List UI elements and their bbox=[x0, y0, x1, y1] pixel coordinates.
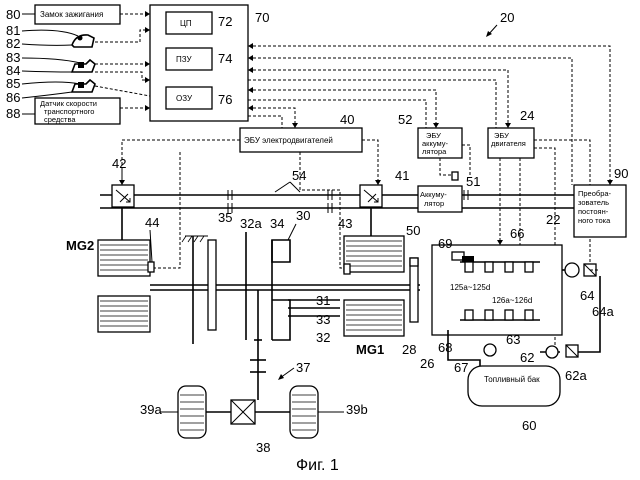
motor-ecu-label: ЭБУ электродвигателей bbox=[244, 136, 333, 145]
figure-caption: Фиг. 1 bbox=[296, 457, 339, 474]
dcdc-line1: Преобра- bbox=[578, 189, 612, 198]
wheel-right bbox=[290, 386, 318, 438]
brake-pedal-sensor-icon bbox=[72, 80, 95, 92]
dcdc-line2: зователь bbox=[578, 198, 609, 207]
ref-67: 67 bbox=[454, 360, 468, 375]
ref-22: 22 bbox=[546, 212, 560, 227]
ref-44: 44 bbox=[145, 215, 159, 230]
ref-28: 28 bbox=[402, 342, 416, 357]
ref-32: 32 bbox=[316, 330, 330, 345]
speed-sensor-line3: средства bbox=[44, 115, 76, 124]
ref-38: 38 bbox=[256, 440, 270, 455]
ref-50: 50 bbox=[406, 223, 420, 238]
ref-26: 26 bbox=[420, 356, 434, 371]
injectors-lower-label: 126a~126d bbox=[492, 296, 532, 305]
engine-ecu-line2: двигателя bbox=[491, 139, 526, 148]
ref-60: 60 bbox=[522, 418, 536, 433]
ref-76: 76 bbox=[218, 92, 232, 107]
hybrid-ecu: ЦП ПЗУ ОЗУ bbox=[150, 5, 248, 121]
battery-ecu-line3: лятора bbox=[422, 147, 447, 156]
ref-64a: 64a bbox=[592, 304, 614, 319]
gear-shift-sensor-icon bbox=[72, 35, 94, 47]
rom-label: ПЗУ bbox=[176, 55, 192, 64]
ref-43: 43 bbox=[338, 216, 352, 231]
ref-85: 85 bbox=[6, 76, 20, 91]
ref-68: 68 bbox=[438, 340, 452, 355]
dc-dc-converter: Преобра- зователь постоян- ного тока bbox=[574, 185, 626, 237]
ignition-switch: Замок зажигания bbox=[35, 5, 120, 24]
cpu-label: ЦП bbox=[180, 19, 192, 28]
motor-generator-mg2: MG2 bbox=[66, 238, 150, 332]
ref-70: 70 bbox=[255, 10, 269, 25]
ref-90: 90 bbox=[614, 166, 628, 181]
wheel-left bbox=[178, 386, 206, 438]
inverter-mg2 bbox=[112, 185, 134, 207]
ref-32a: 32a bbox=[240, 216, 262, 231]
mg2-label: MG2 bbox=[66, 238, 94, 253]
ref-24: 24 bbox=[520, 108, 534, 123]
ref-69: 69 bbox=[438, 236, 452, 251]
fuel-tank: Топливный бак bbox=[468, 366, 560, 406]
ref-80: 80 bbox=[6, 7, 20, 22]
ref-37: 37 bbox=[296, 360, 310, 375]
differential bbox=[231, 400, 255, 424]
inverter-mg1 bbox=[360, 185, 382, 207]
ref-64: 64 bbox=[580, 288, 594, 303]
engine: 125a~125d 126a~126d bbox=[432, 245, 562, 335]
ref-35: 35 bbox=[218, 210, 232, 225]
ref-88: 88 bbox=[6, 106, 20, 121]
vehicle-speed-sensor: Датчик скорости транспортного средства bbox=[35, 98, 120, 124]
fuel-tank-label: Топливный бак bbox=[484, 375, 540, 384]
mg1-label: MG1 bbox=[356, 342, 384, 357]
ref-34: 34 bbox=[270, 216, 284, 231]
ref-72: 72 bbox=[218, 14, 232, 29]
ref-40: 40 bbox=[340, 112, 354, 127]
ram-label: ОЗУ bbox=[176, 94, 193, 103]
ref-51: 51 bbox=[466, 174, 480, 189]
ref-39b: 39b bbox=[346, 402, 368, 417]
ref-82: 82 bbox=[6, 36, 20, 51]
ref-86: 86 bbox=[6, 90, 20, 105]
battery-line2: лятор bbox=[424, 199, 444, 208]
ref-62: 62 bbox=[520, 350, 534, 365]
ref-42: 42 bbox=[112, 156, 126, 171]
ref-66: 66 bbox=[510, 226, 524, 241]
ref-33: 33 bbox=[316, 312, 330, 327]
ref-30: 30 bbox=[296, 208, 310, 223]
ref-62a: 62a bbox=[565, 368, 587, 383]
motor-generator-mg1: MG1 bbox=[344, 236, 404, 357]
ref-63: 63 bbox=[506, 332, 520, 347]
ref-31: 31 bbox=[316, 293, 330, 308]
injectors-upper-label: 125a~125d bbox=[450, 283, 490, 292]
battery-ecu: ЭБУ аккуму- лятора bbox=[418, 128, 462, 158]
motor-ecu: ЭБУ электродвигателей bbox=[240, 128, 362, 152]
ignition-label: Замок зажигания bbox=[40, 10, 103, 19]
dcdc-line3: постоян- bbox=[578, 207, 609, 216]
battery-line1: Аккуму- bbox=[420, 190, 447, 199]
ref-54: 54 bbox=[292, 168, 306, 183]
ref-52: 52 bbox=[398, 112, 412, 127]
ref-20: 20 bbox=[500, 10, 514, 25]
ref-39a: 39a bbox=[140, 402, 162, 417]
ref-41: 41 bbox=[395, 168, 409, 183]
engine-ecu: ЭБУ двигателя bbox=[488, 128, 534, 158]
ref-74: 74 bbox=[218, 51, 232, 66]
dcdc-line4: ного тока bbox=[578, 216, 611, 225]
battery: Аккуму- лятор bbox=[418, 186, 462, 212]
